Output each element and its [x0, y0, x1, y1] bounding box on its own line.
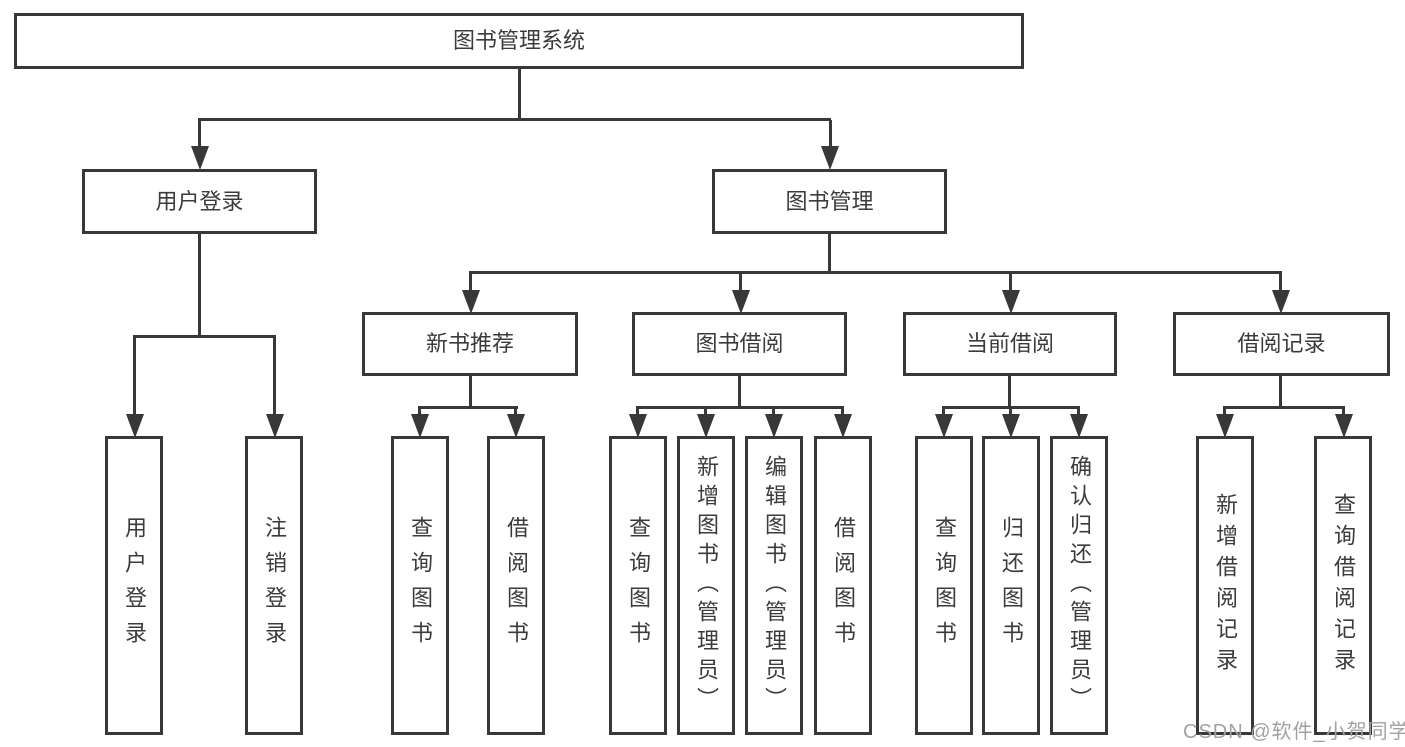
connector-line [738, 375, 741, 408]
connector-line [828, 234, 831, 273]
leaf-edit-books-admin: 编辑图书（管理员） [745, 436, 803, 735]
arrow-down-icon [190, 146, 209, 170]
connector-line [704, 408, 707, 416]
leaf-borrowing-borrow-books: 借阅图书 [814, 436, 872, 735]
arrow-down-icon [934, 414, 953, 438]
arrow-down-icon [1215, 414, 1234, 438]
arrow-down-icon [461, 290, 480, 314]
connector-line [1279, 375, 1282, 408]
node-current-borrowing-label: 当前借阅 [965, 331, 1054, 356]
connector-line [518, 69, 521, 120]
leaf-return-books-label: 归还图书 [999, 515, 1024, 656]
leaf-confirm-return-admin-label: 确认归还（管理员） [1067, 455, 1092, 716]
node-new-book-recommend: 新书推荐 [362, 312, 578, 376]
arrow-down-icon [1001, 414, 1020, 438]
arrow-down-icon [1334, 414, 1353, 438]
arrow-down-icon [1001, 290, 1020, 314]
watermark: CSDN @软件_小贺同学 [1183, 721, 1405, 743]
connector-line [133, 337, 136, 414]
leaf-recommend-query-books-label: 查询图书 [408, 515, 433, 656]
connector-line [133, 335, 276, 338]
node-current-borrowing: 当前借阅 [903, 312, 1117, 376]
connector-line [1008, 375, 1011, 408]
connector-line [418, 408, 421, 416]
connector-line [514, 408, 517, 416]
leaf-add-books-admin: 新增图书（管理员） [677, 436, 735, 735]
arrow-down-icon [696, 414, 715, 438]
arrow-down-icon [125, 414, 144, 438]
arrow-down-icon [764, 414, 783, 438]
arrow-down-icon [628, 414, 647, 438]
leaf-logout-label: 注销登录 [262, 515, 287, 656]
node-user-login: 用户登录 [82, 169, 317, 234]
arrow-down-icon [833, 414, 852, 438]
leaf-confirm-return-admin: 确认归还（管理员） [1050, 436, 1108, 735]
connector-line [942, 408, 945, 416]
leaf-recommend-borrow-books: 借阅图书 [487, 436, 545, 735]
leaf-recommend-query-books: 查询图书 [391, 436, 449, 735]
node-book-borrowing-label: 图书借阅 [695, 331, 784, 356]
connector-line [1077, 408, 1080, 416]
connector-line [942, 406, 1080, 409]
connector-line [198, 120, 201, 148]
connector-line [772, 408, 775, 416]
node-library-system: 图书管理系统 [14, 13, 1024, 69]
arrow-down-icon [265, 414, 284, 438]
leaf-edit-books-admin-label: 编辑图书（管理员） [762, 455, 787, 716]
connector-line [1279, 273, 1282, 290]
node-borrowing-records: 借阅记录 [1173, 312, 1390, 376]
connector-line [636, 406, 844, 409]
connector-line [829, 120, 832, 148]
node-user-login-label: 用户登录 [155, 188, 244, 214]
connector-line [1009, 273, 1012, 290]
connector-line [198, 118, 831, 121]
connector-line [469, 271, 1282, 274]
leaf-return-books: 归还图书 [982, 436, 1040, 735]
node-book-management: 图书管理 [712, 169, 947, 234]
arrow-down-icon [410, 414, 429, 438]
leaf-borrowing-query-books-label: 查询图书 [626, 515, 651, 656]
node-book-management-label: 图书管理 [785, 188, 874, 214]
connector-line [1342, 408, 1345, 416]
leaf-query-borrow-record: 查询借阅记录 [1314, 436, 1372, 735]
connector-line [739, 273, 742, 290]
connector-line [636, 408, 639, 416]
node-library-system-label: 图书管理系统 [452, 28, 585, 53]
leaf-query-borrow-record-label: 查询借阅记录 [1331, 492, 1356, 679]
leaf-user-login-label: 用户登录 [122, 515, 147, 656]
leaf-add-books-admin-label: 新增图书（管理员） [694, 455, 719, 716]
leaf-borrowing-query-books: 查询图书 [609, 436, 667, 735]
leaf-logout: 注销登录 [245, 436, 303, 735]
leaf-current-query-books: 查询图书 [915, 436, 973, 735]
connector-line [1223, 406, 1345, 409]
connector-line [1223, 408, 1226, 416]
connector-line [469, 273, 472, 290]
connector-line [418, 406, 518, 409]
connector-line [273, 337, 276, 414]
arrow-down-icon [1271, 290, 1290, 314]
node-new-book-recommend-label: 新书推荐 [425, 331, 514, 356]
connector-line [198, 234, 201, 337]
node-book-borrowing: 图书借阅 [632, 312, 847, 376]
connector-line [841, 408, 844, 416]
arrow-down-icon [820, 146, 839, 170]
connector-line [469, 375, 472, 408]
leaf-add-borrow-record-label: 新增借阅记录 [1213, 492, 1238, 679]
leaf-user-login: 用户登录 [105, 436, 163, 735]
arrow-down-icon [731, 290, 750, 314]
arrow-down-icon [1069, 414, 1088, 438]
node-borrowing-records-label: 借阅记录 [1237, 331, 1326, 356]
leaf-add-borrow-record: 新增借阅记录 [1196, 436, 1254, 735]
leaf-recommend-borrow-books-label: 借阅图书 [504, 515, 529, 656]
leaf-current-query-books-label: 查询图书 [932, 515, 957, 656]
arrow-down-icon [506, 414, 525, 438]
connector-line [1009, 408, 1012, 416]
leaf-borrowing-borrow-books-label: 借阅图书 [831, 515, 856, 656]
